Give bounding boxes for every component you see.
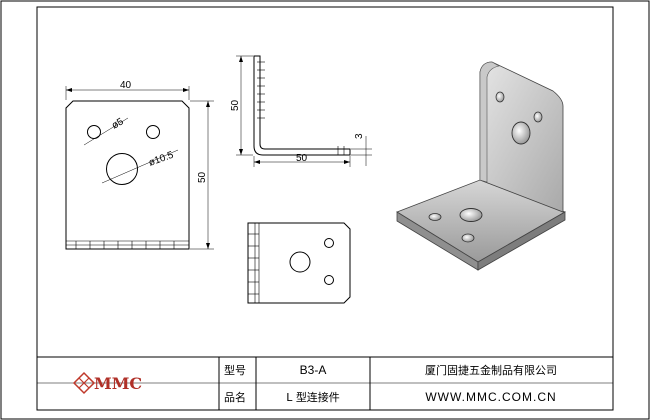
- side-view-profile: [253, 55, 351, 156]
- bottom-view-outline: [247, 222, 351, 304]
- isometric-view: [396, 61, 566, 271]
- bottom-view: [247, 222, 351, 304]
- small-hole-leader: [83, 117, 129, 146]
- front-view-outline: [65, 100, 190, 250]
- iso-small-hole-left: [495, 91, 505, 103]
- company-name: 厦门固捷五金制品有限公司: [425, 363, 557, 377]
- small-hole-label: ø5: [110, 116, 126, 132]
- large-hole: [106, 153, 138, 185]
- iso-base-small-hole-left: [428, 213, 442, 221]
- bottom-view-ticks: [248, 233, 259, 295]
- thickness-dim-label: 3: [354, 133, 365, 139]
- large-hole-leader: [101, 149, 179, 184]
- iso-small-hole-right: [533, 111, 543, 123]
- name-label: 品名: [224, 390, 246, 404]
- model-label: 型号: [224, 363, 246, 377]
- width-dim-label: 40: [120, 80, 132, 91]
- bottom-small-hole-top: [324, 238, 334, 248]
- height-dim-label: 50: [197, 171, 208, 183]
- small-hole-left: [87, 125, 101, 139]
- inner-border: [36, 6, 614, 411]
- title-block: MMC 型号 品名 B3-A L 型连接件 厦门固捷五金制品有限公司 WWW.M…: [37, 356, 613, 410]
- side-base-dim-label: 50: [296, 153, 308, 164]
- side-view: 50 50 3: [230, 55, 372, 167]
- bend-ticks: [75, 241, 175, 249]
- front-view: ø5 ø10.5 40 50: [65, 80, 214, 250]
- logo-text: MMC: [94, 374, 142, 393]
- iso-large-hole: [511, 121, 531, 145]
- bottom-large-hole: [289, 251, 311, 273]
- iso-base-large-hole: [459, 208, 483, 222]
- small-hole-right: [146, 125, 160, 139]
- side-view-ticks: [257, 61, 345, 155]
- model-value: B3-A: [300, 363, 327, 377]
- bottom-small-hole-bottom: [324, 275, 334, 285]
- side-height-dim-label: 50: [230, 99, 241, 111]
- large-hole-label: ø10.5: [147, 150, 175, 169]
- iso-base-small-hole-right: [461, 233, 475, 243]
- company-website: WWW.MMC.COM.CN: [425, 390, 556, 404]
- name-value: L 型连接件: [286, 390, 340, 404]
- company-logo: MMC: [72, 371, 142, 395]
